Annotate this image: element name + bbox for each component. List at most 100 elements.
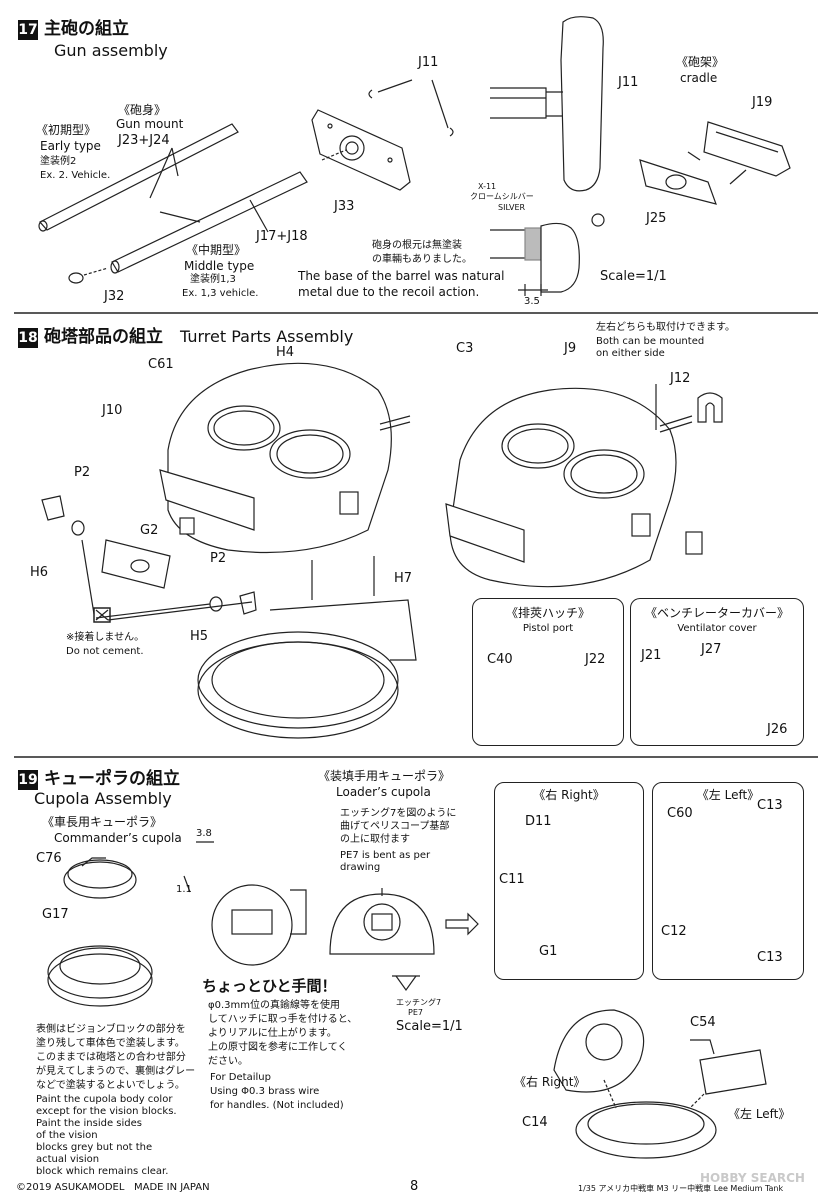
middle-paint-jp: 塗装例1,3 (190, 274, 236, 285)
middle-paint-en: Ex. 1,3 vehicle. (182, 288, 259, 299)
loader-cupola-en: Loader’s cupola (336, 785, 431, 799)
turret-ring-drawing (197, 599, 417, 739)
part-j33: J33 (334, 199, 355, 214)
step-17-title-en: Gun assembly (54, 41, 168, 60)
etch-label-en: PE7 (408, 1008, 423, 1017)
barrel-note-jp-2: の車輛もありました。 (372, 254, 472, 265)
copyright: ©2019 ASUKAMODEL (16, 1182, 125, 1193)
step-19-number: 19 (18, 770, 38, 790)
pistol-port-box: 《排莢ハッチ》 Pistol port C40 J22 (472, 598, 624, 746)
etch-note-jp-2: 曲げてペリスコープ基部 (340, 821, 450, 832)
part-g2: G2 (140, 523, 159, 538)
product-line: 1/35 アメリカ中戦車 M3 リー中戦車 Lee Medium Tank (578, 1184, 784, 1193)
turret-left-drawing (159, 362, 411, 554)
step-18-title-en: Turret Parts Assembly (180, 327, 354, 346)
etch-note-en-2: drawing (340, 862, 381, 873)
left-label: 《左 Left》 (728, 1107, 791, 1121)
right-label: 《右 Right》 (514, 1075, 586, 1089)
part-j25: J25 (646, 211, 667, 226)
paint-en-3: Paint the inside sides (36, 1118, 142, 1129)
commander-cupola-en: Commander’s cupola (54, 831, 182, 845)
barrel-base-scale-drawing (490, 213, 605, 296)
part-c61: C61 (148, 357, 174, 372)
either-side-jp: 左右どちらも取付けできます。 (596, 322, 735, 333)
page-number: 8 (410, 1179, 419, 1194)
etch-label-jp: エッチング7 (396, 998, 442, 1007)
part-c12: C12 (661, 924, 687, 939)
part-j22: J22 (585, 652, 606, 667)
part-p2-bottom: P2 (210, 551, 227, 566)
early-paint-en: Ex. 2. Vehicle. (40, 170, 111, 181)
no-cement-en: Do not cement. (66, 646, 144, 657)
paint-en-4: of the vision (36, 1130, 98, 1141)
right-box-title: 《右 Right》 (533, 788, 605, 802)
part-c3: C3 (456, 341, 474, 356)
part-h7: H7 (394, 571, 413, 586)
part-j9: J9 (564, 341, 577, 356)
mantlet-drawing (311, 109, 411, 191)
part-h6: H6 (30, 565, 49, 580)
part-c60: C60 (667, 806, 693, 821)
step-19-title-jp: キューポラの組立 (44, 769, 180, 789)
part-j32: J32 (104, 289, 125, 304)
left-hatch-box: 《左 Left》 C60 C13 C12 C13 (652, 782, 804, 980)
pistol-port-title-jp: 《排莢ハッチ》 (505, 606, 590, 620)
left-box-title: 《左 Left》 (696, 788, 760, 802)
tip-en-1: For Detailup (210, 1072, 271, 1083)
early-paint-jp: 塗装例2 (40, 156, 77, 167)
barrel-note-en-1: The base of the barrel was natural (298, 269, 505, 283)
loader-cupola-jp: 《装填手用キューポラ》 (318, 769, 451, 783)
dim-1-1: 1.1 (176, 884, 192, 895)
part-g17: G17 (42, 907, 69, 922)
paint-en-6: actual vision (36, 1154, 100, 1165)
commander-cupola-jp: 《車長用キューポラ》 (42, 815, 163, 829)
paint-jp-5: などで塗装するとよいでしょう。 (36, 1080, 185, 1091)
part-j11-cradle: J11 (618, 75, 639, 90)
cradle-label-jp: 《砲架》 (676, 55, 725, 69)
part-j27: J27 (701, 642, 722, 657)
part-j21: J21 (641, 648, 662, 663)
cradle-side-drawing (490, 16, 604, 192)
paint-jp-3: このままでは砲塔との合わせ部分 (36, 1052, 186, 1063)
loader-cupola-assembly-drawing (553, 1009, 767, 1159)
part-j19: J19 (752, 95, 773, 110)
cradle-parts-drawing (639, 121, 791, 205)
scale-label-17: Scale=1/1 (600, 269, 667, 284)
turret-right-drawing (445, 387, 693, 588)
either-side-en-1: Both can be mounted (596, 336, 705, 347)
paint-jp-1: 表側はビジョンブロックの部分を (36, 1024, 186, 1035)
step-19-title-en: Cupola Assembly (34, 789, 172, 808)
barrel-note-jp-1: 砲身の根元は無塗装 (372, 240, 462, 251)
part-c40: C40 (487, 652, 513, 667)
part-g1: G1 (539, 944, 558, 959)
part-c13-top: C13 (757, 798, 783, 813)
step-17-title-jp: 主砲の組立 (44, 19, 129, 39)
middle-type-en: Middle type (184, 259, 255, 273)
paint-jp-2: 塗り残して車体色で塗装します。 (36, 1038, 185, 1049)
part-h4: H4 (276, 345, 295, 360)
etch-note-en-1: PE7 is bent as per (340, 850, 431, 861)
commander-cupola-scale-drawing (183, 841, 307, 966)
pe7-drawing (392, 912, 479, 992)
tip-en-3: for handles. (Not included) (210, 1100, 344, 1111)
early-type-jp: 《初期型》 (36, 123, 97, 137)
either-side-en-2: on either side (596, 348, 665, 359)
gun-mount-label-jp: 《砲身》 (118, 103, 167, 117)
tip-jp-4: 上の原寸図を参考に工作してく (208, 1042, 348, 1053)
part-j10: J10 (102, 403, 123, 418)
made-in-japan: MADE IN JAPAN (134, 1182, 210, 1193)
part-d11: D11 (525, 814, 552, 829)
commander-cupola-drawing (47, 857, 153, 1007)
part-j12: J12 (670, 371, 691, 386)
watermark: HOBBY SEARCH (700, 1171, 805, 1185)
paint-en-7: block which remains clear. (36, 1166, 169, 1177)
part-c13-bottom: C13 (757, 950, 783, 965)
etch-note-jp-3: の上に取付ます (340, 834, 410, 845)
paint-jp-4: が見えてしまうので、裏側はグレー (36, 1066, 196, 1077)
tip-jp-5: ださい。 (208, 1056, 248, 1067)
paint-name-en: SILVER (498, 203, 526, 212)
part-p2-top: P2 (74, 465, 91, 480)
loader-cupola-drawing (329, 888, 435, 955)
right-hatch-box: 《右 Right》 D11 C11 G1 (494, 782, 644, 980)
part-j11-small: J11 (418, 55, 439, 70)
